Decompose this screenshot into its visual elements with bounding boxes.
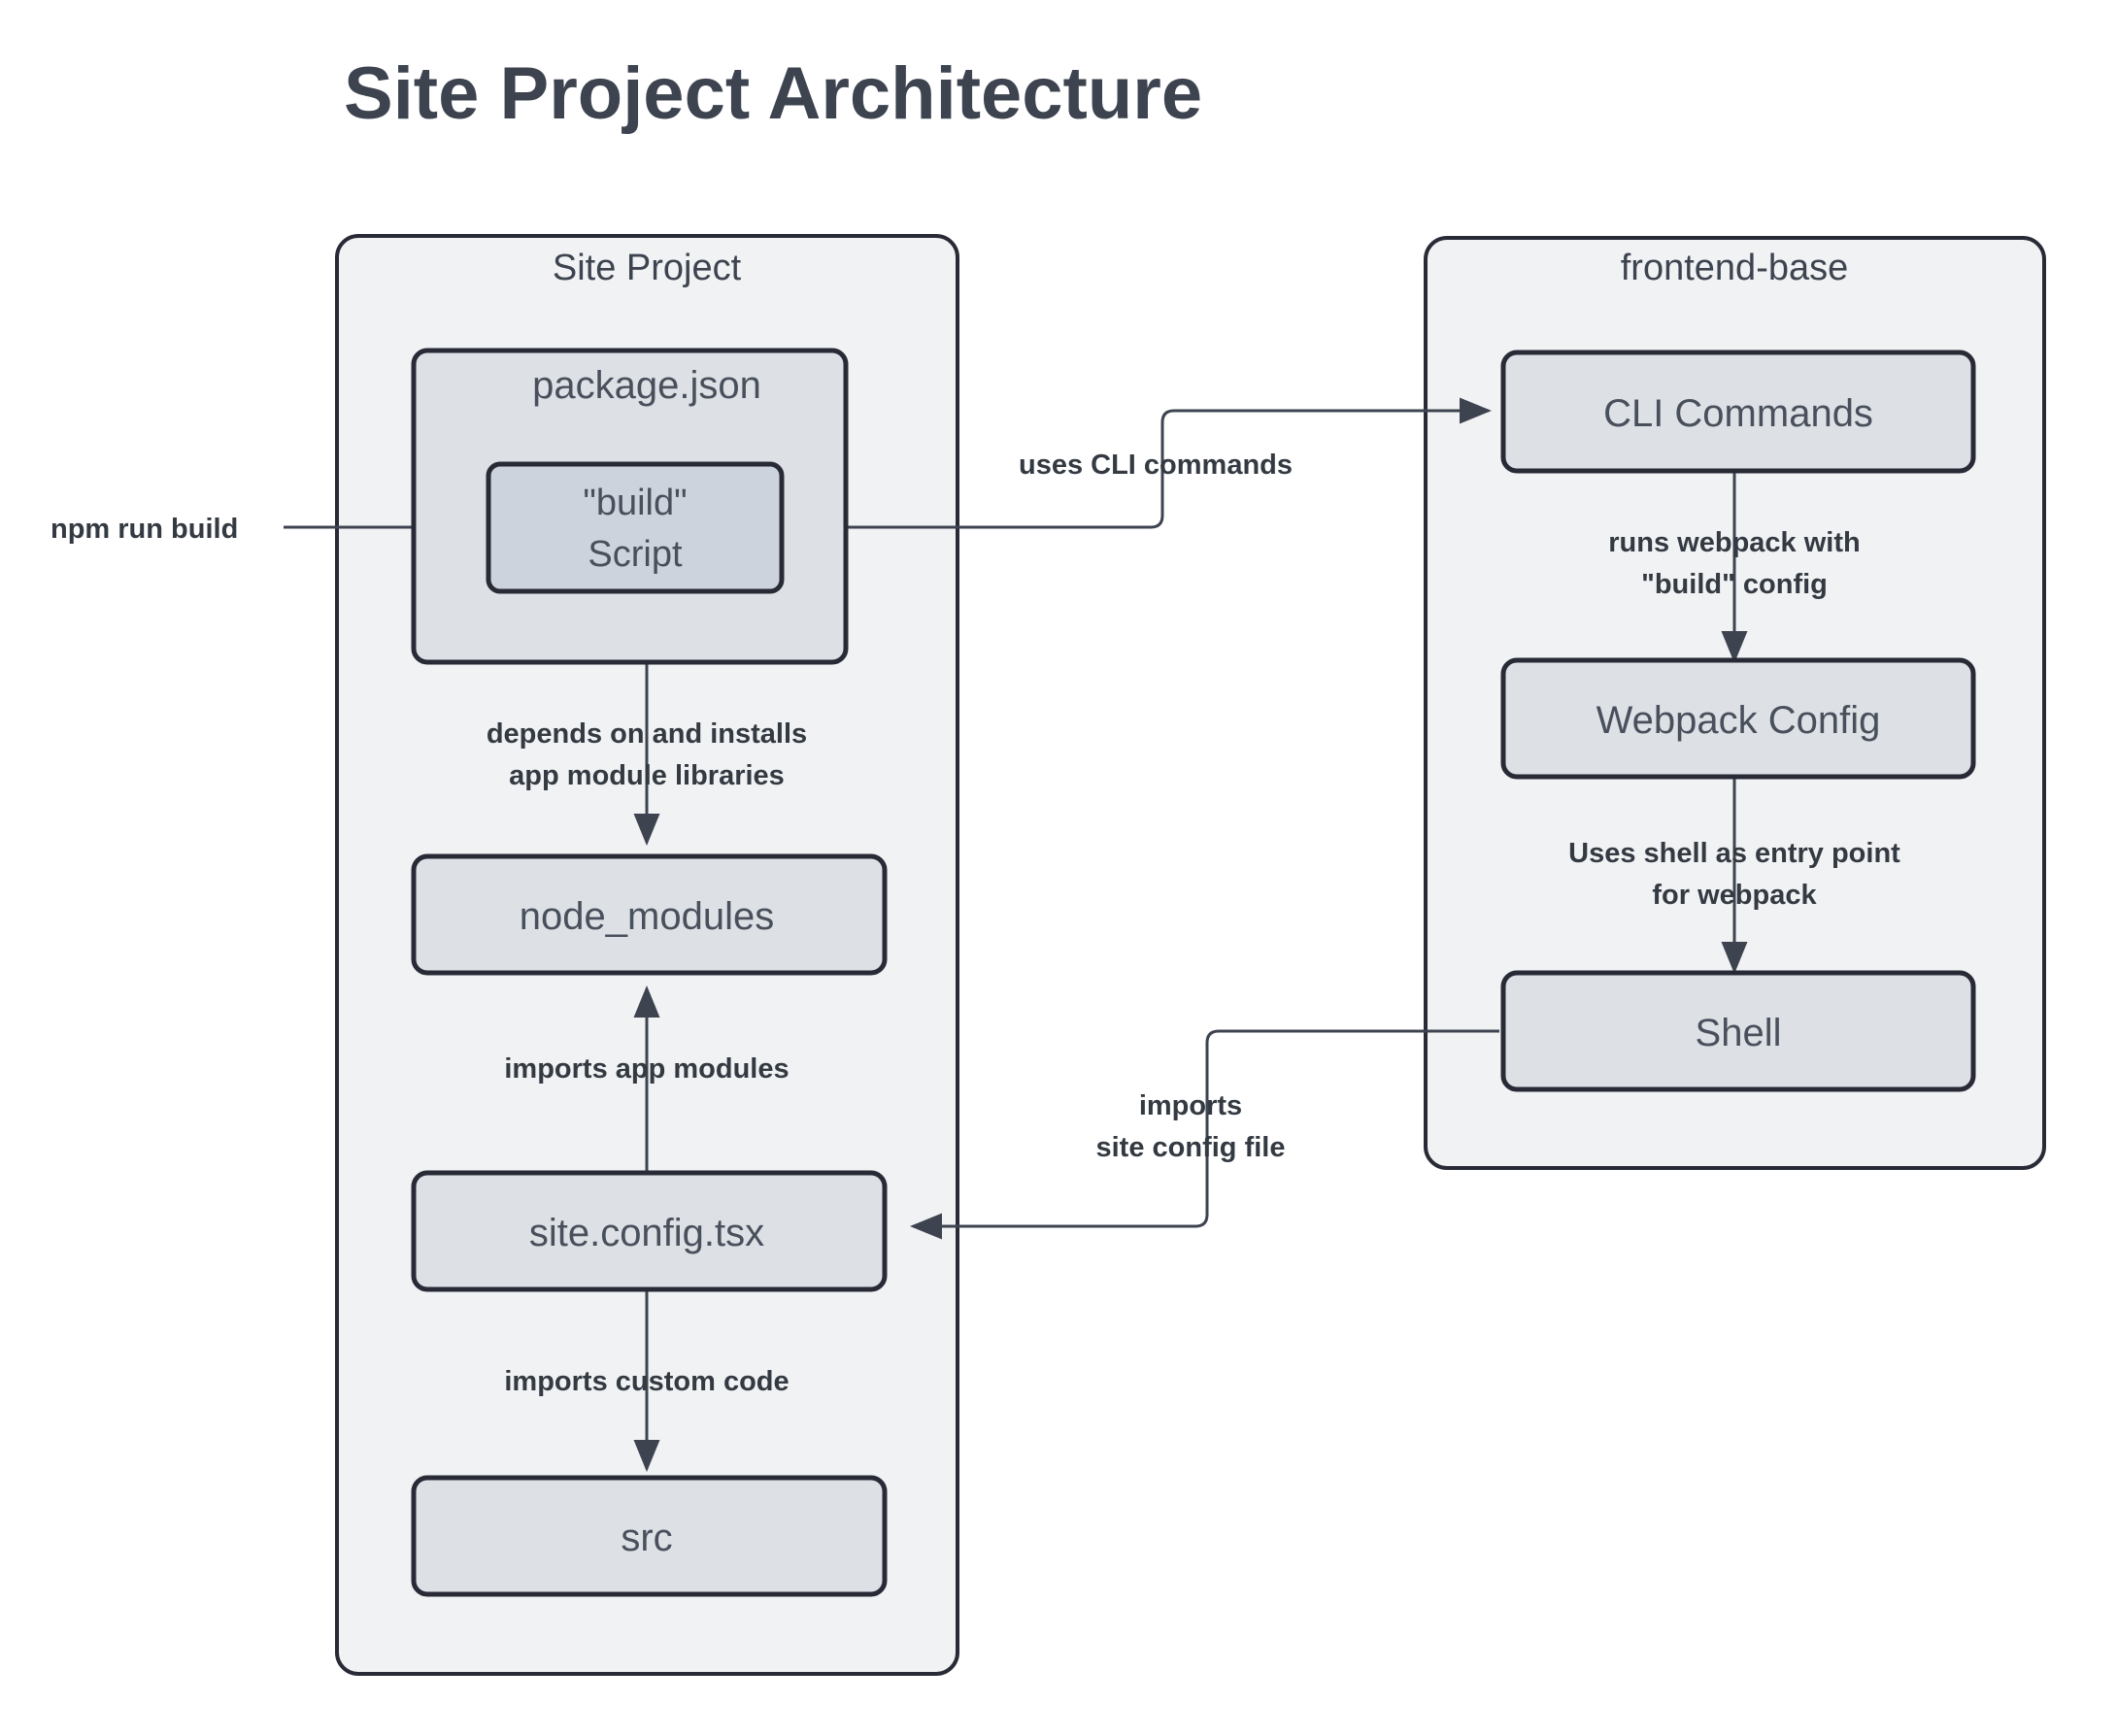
edge-shell-entry-point-label-line2: for webpack (1652, 880, 1817, 911)
node-webpack-config[interactable]: Webpack Config (1500, 657, 1976, 780)
edge-imports-custom-code: imports custom code (504, 1289, 790, 1472)
page-title: Site Project Architecture (344, 52, 1202, 135)
edge-uses-cli-commands-line (782, 397, 1492, 529)
edge-uses-cli-commands: uses CLI commands (782, 397, 1492, 529)
node-build-script-label-line1: "build" (583, 483, 687, 523)
node-shell-label: Shell (1696, 1012, 1782, 1054)
edge-runs-webpack-label-line1: runs webpack with (1608, 527, 1860, 558)
cluster-frontend-base-label: frontend-base (1621, 248, 1849, 288)
edge-imports-site-config: imports site config file (910, 1029, 1499, 1240)
edge-depends-installs-label-line2: app module libraries (509, 760, 785, 791)
node-package-json-label: package.json (532, 364, 761, 407)
node-shell-box[interactable] (1500, 970, 1976, 1092)
node-site-config-label: site.config.tsx (529, 1212, 764, 1254)
edge-runs-webpack: runs webpack with "build" config (1608, 471, 1861, 663)
edge-runs-webpack-label-line2: "build" config (1641, 569, 1828, 600)
node-webpack-config-label: Webpack Config (1596, 699, 1881, 742)
node-build-script[interactable]: "build" Script (486, 461, 785, 594)
node-node-modules-box[interactable] (411, 853, 888, 976)
edge-imports-site-config-line (910, 1029, 1499, 1240)
cluster-site-project-label: Site Project (553, 248, 742, 288)
node-cli-commands-box[interactable] (1500, 350, 1976, 474)
node-site-config-box[interactable] (411, 1170, 888, 1292)
edge-imports-site-config-label-line2: site config file (1096, 1132, 1286, 1163)
node-cli-commands-label: CLI Commands (1603, 392, 1873, 435)
edge-uses-cli-commands-label: uses CLI commands (1019, 450, 1293, 481)
node-src-label: src (621, 1517, 672, 1559)
edge-imports-app-modules: imports app modules (504, 985, 790, 1173)
edge-imports-site-config-label-line1: imports (1139, 1090, 1242, 1121)
node-node-modules[interactable]: node_modules (411, 853, 888, 976)
edge-depends-installs-label-line1: depends on and installs (487, 718, 807, 750)
node-site-config[interactable]: site.config.tsx (411, 1170, 888, 1292)
edge-imports-app-modules-label: imports app modules (504, 1053, 789, 1085)
edge-shell-entry-point: Uses shell as entry point for webpack (1568, 777, 1900, 974)
edge-shell-entry-point-label-line1: Uses shell as entry point (1568, 838, 1900, 869)
node-build-script-label-line2: Script (588, 534, 683, 575)
edge-imports-custom-code-label: imports custom code (504, 1366, 789, 1397)
node-webpack-config-box[interactable] (1500, 657, 1976, 780)
node-node-modules-label: node_modules (520, 895, 774, 938)
edge-depends-installs: depends on and installs app module libra… (487, 662, 807, 846)
node-shell[interactable]: Shell (1500, 970, 1976, 1092)
edge-npm-run-build-label: npm run build (50, 514, 238, 545)
node-src-box[interactable] (411, 1475, 888, 1597)
node-src[interactable]: src (411, 1475, 888, 1597)
node-build-script-box[interactable] (486, 461, 785, 594)
node-cli-commands[interactable]: CLI Commands (1500, 350, 1976, 474)
